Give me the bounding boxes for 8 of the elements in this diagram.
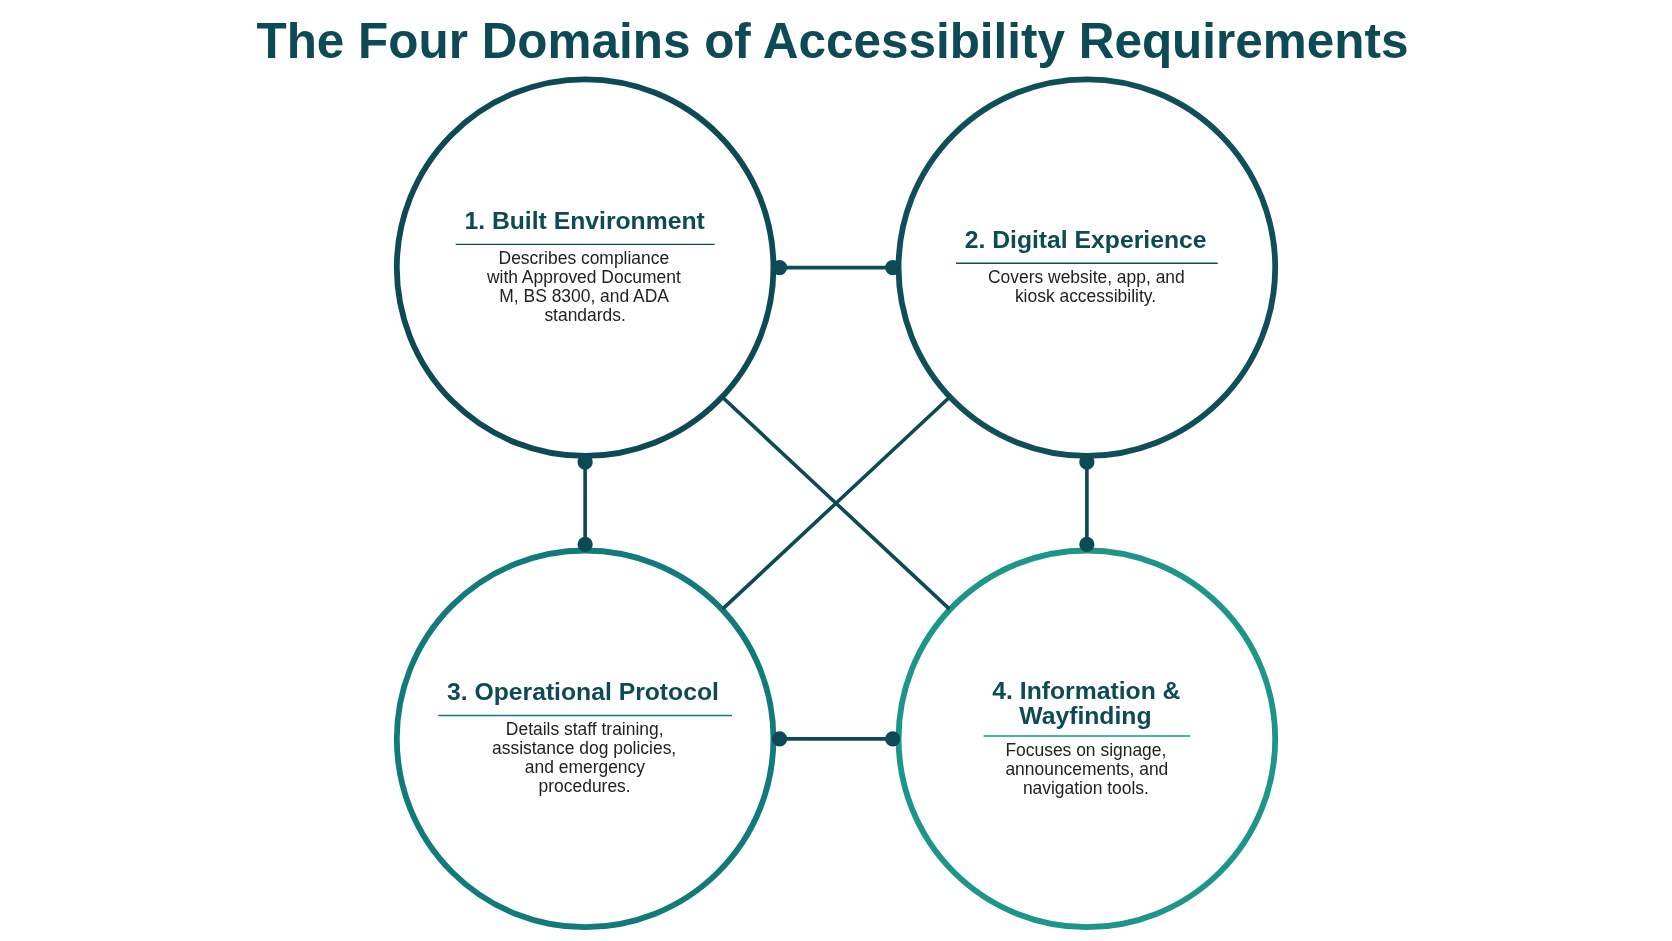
diagram-title: The Four Domains of Accessibility Requirements (256, 12, 1409, 68)
connector (771, 731, 901, 747)
connector (1079, 454, 1095, 552)
node-circle: 3. Operational Protocol Details staff training, assistance dog policies, and emergency procedures. (393, 547, 777, 931)
connector (721, 395, 951, 611)
node-circle: 4. Information & Wayfinding Focuses on signage, announcements, and navigation tools. (895, 547, 1279, 931)
node-circle: 1. Built Environment Describes compliance with Approved Document M, BS 8300, and ADA standards. (393, 76, 777, 459)
node-circle: 2. Digital Experience Covers website, app, and kiosk accessibility. (895, 76, 1279, 459)
